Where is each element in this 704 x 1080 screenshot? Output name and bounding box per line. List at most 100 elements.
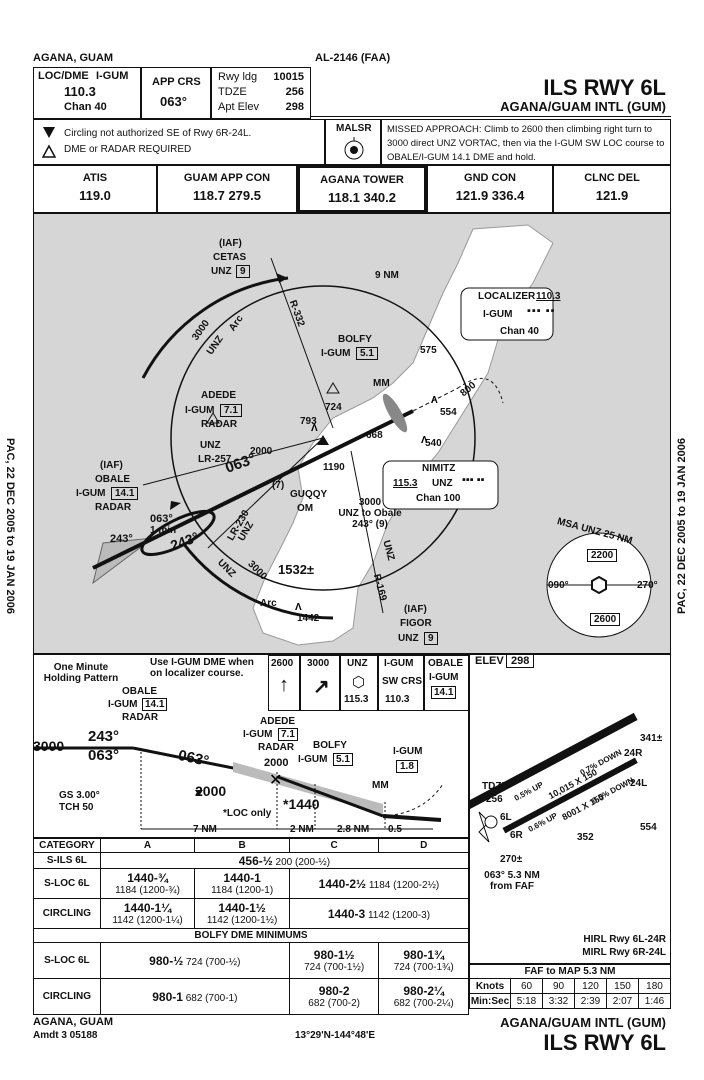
mp-box-3000: 3000 ↗: [300, 655, 340, 711]
min-sils-all: 456-½ 200 (200-½): [99, 852, 470, 869]
plan-mm: MM: [373, 378, 390, 389]
ad-faf-note1: 063° 5.3 NM: [484, 870, 540, 881]
min-header-c: C: [288, 838, 380, 853]
ad-352: 352: [577, 832, 594, 843]
alt-793: 793: [300, 416, 317, 427]
notes-box: Circling not authorized SE of Rwy 6R-24L…: [33, 119, 325, 165]
alt-1532-pm: ±: [306, 562, 315, 577]
adede-igum: I-GUM: [185, 405, 215, 416]
appcrs-label: APP CRS: [152, 76, 201, 88]
unz-obale-text: UNZ to Obale: [338, 508, 402, 519]
figor-iaf: (IAF): [404, 604, 427, 615]
vortac-icon: ⬡: [352, 674, 366, 691]
airport-diagram: [469, 654, 671, 964]
ad-270-pm: ±: [516, 854, 523, 865]
ad-rwy-24l: 24L: [630, 778, 648, 789]
locbox-freq: 110.3: [536, 291, 561, 302]
pf-063: 063°: [88, 747, 120, 764]
alt-2000-plan: 2000: [250, 446, 273, 457]
bmin-circ-c1: 980-2: [318, 984, 350, 998]
nimitz-callout: [382, 460, 499, 510]
msa-270: 270°: [637, 580, 658, 591]
localizer-antenna: [382, 393, 408, 433]
ad-mirl: MIRL Rwy 6R-24L: [582, 947, 666, 958]
unz-obale-crs: 243° (9): [352, 519, 388, 530]
obale-iaf: (IAF): [100, 460, 123, 471]
vortac-unz-icon: [317, 435, 329, 445]
missed-course: [412, 387, 459, 412]
comm-freq: 118.1 340.2: [328, 190, 396, 205]
min-sils-sub: 200 (200-½): [275, 856, 331, 868]
faf-knots-cell: 60: [510, 978, 543, 994]
rwy-ldg-label: Rwy ldg: [218, 71, 258, 83]
ad-341-value: 341: [640, 733, 657, 744]
arc-south-label: Arc: [260, 598, 277, 609]
lr-257: [142, 437, 324, 486]
bmin-circ-ab1: 980-1: [152, 989, 183, 1004]
runway-6r-24l: [502, 757, 638, 834]
pf-mm: MM: [372, 780, 389, 791]
loc-box: LOC/DME I-GUM 110.3 Chan 40: [33, 67, 141, 119]
bmin-circ-d1: 980-2¼: [403, 984, 445, 998]
obale-label: OBALE: [95, 474, 130, 485]
apt-elev: 298: [285, 101, 304, 113]
min-sils-main: 456-½: [238, 853, 273, 868]
adede-radar: RADAR: [201, 419, 238, 430]
loc-chan: Chan 40: [64, 101, 107, 113]
faf-cross-icon: ✕: [269, 772, 282, 789]
pf-d28: 2.8 NM: [337, 824, 370, 835]
mp-box-unz: UNZ ⬡ 115.3: [340, 655, 378, 711]
lr257-label: LR-257: [198, 454, 232, 465]
pf-d7: 7 NM: [193, 824, 217, 835]
bmin-sloc-c1: 980-1½: [313, 948, 355, 962]
faf-minsec-label: Min:Sec: [469, 993, 511, 1009]
pf-adede: ADEDE: [260, 716, 296, 727]
side-date-left: PAC, 22 DEC 2005 to 19 JAN 2006: [3, 438, 16, 614]
footer-airport: AGANA/GUAM INTL (GUM): [500, 1015, 666, 1030]
nimitz-freq: 115.3: [393, 478, 418, 489]
bmin-sloc-label: S-LOC 6L: [33, 942, 101, 979]
pf-3000: 3000: [33, 738, 65, 754]
apt-elev-label: Apt Elev: [218, 101, 259, 113]
alt-554: 554: [440, 407, 457, 418]
alt-1442: 1442: [297, 613, 320, 624]
alt-1532-value: 1532: [278, 562, 307, 577]
guqqy-label: GUQQY: [290, 489, 328, 500]
nimitz-ident: UNZ: [432, 478, 453, 489]
obstacle-icon: [195, 790, 203, 796]
mp-unz: UNZ: [347, 658, 368, 669]
alt-540: 540: [425, 438, 442, 449]
alt-1532: 1532±: [278, 562, 314, 577]
plan-view-map: Λ Λ Λ Λ: [92, 224, 652, 646]
min-header-d: D: [378, 838, 469, 853]
cetas-iaf: (IAF): [219, 238, 242, 249]
localizer-feather-sw: [92, 537, 155, 585]
faf-knots-label: Knots: [469, 978, 511, 994]
min-header-category: CATEGORY: [33, 838, 101, 853]
ad-270: 270±: [500, 854, 522, 865]
unz-to-obale-note: 3000 UNZ to Obale 243° (9): [335, 497, 405, 530]
bmin-circ-ab2: 682 (700-1): [185, 992, 238, 1004]
min-circ-b2: 1142 (1200-1½): [206, 915, 278, 926]
mp-box-obale: OBALE I-GUM 14.1: [424, 655, 469, 711]
bmin-sloc-d2: 724 (700-1¾): [393, 962, 454, 973]
pf-adede-radar: RADAR: [258, 742, 295, 753]
loc-freq: 110.3: [64, 84, 96, 99]
airport-name: AGANA/GUAM INTL (GUM): [500, 99, 666, 114]
notes-line1: Circling not authorized SE of Rwy 6R-24L…: [64, 128, 252, 139]
runway-6l-24r: [469, 712, 638, 810]
msa-090: 090°: [548, 580, 569, 591]
locbox-chan: Chan 40: [500, 326, 539, 337]
comm-name: CLNC DEL: [584, 172, 640, 184]
comm-name: AGANA TOWER: [320, 174, 404, 186]
pf-gs: GS 3.00°: [59, 790, 100, 801]
mp-unz-freq: 115.3: [344, 694, 369, 705]
min-sils-label: S-ILS 6L: [33, 852, 101, 869]
missed-turn: [457, 378, 504, 404]
min-sloc-a2: 1184 (1200-¾): [115, 885, 180, 896]
msa-2200: 2200: [587, 549, 618, 562]
comm-freq: 121.9: [595, 188, 629, 203]
pf-243: 243°: [88, 728, 120, 745]
